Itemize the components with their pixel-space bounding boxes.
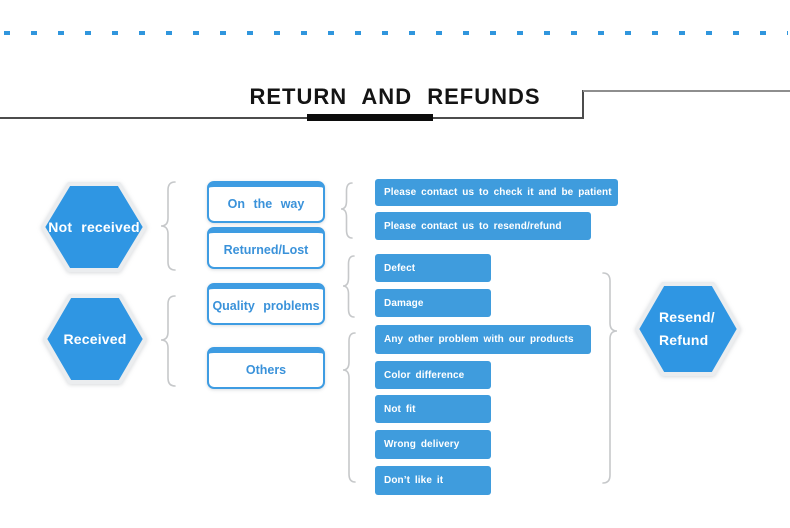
bar-color-difference: Color difference xyxy=(375,361,491,389)
bar-dont-like-it: Don’t like it xyxy=(375,466,491,495)
hexagon-label: Received xyxy=(63,331,127,347)
box-returned-lost: Returned/Lost xyxy=(207,227,325,269)
hexagon-label: Resend/ Refund xyxy=(634,281,742,377)
title-rule-step xyxy=(582,90,584,119)
curly-brace-others xyxy=(342,332,356,483)
page-title: RETURN AND REFUNDS xyxy=(249,84,541,109)
title-underline xyxy=(307,114,433,121)
bar-not-fit: Not fit xyxy=(375,395,491,423)
curly-brace-on-the-way xyxy=(340,182,353,239)
curly-brace-not-received xyxy=(160,181,176,271)
title-rule-left xyxy=(0,117,583,119)
title-rule-right xyxy=(583,90,790,92)
bar-wrong-delivery: Wrong delivery xyxy=(375,430,491,459)
box-on-the-way: On the way xyxy=(207,181,325,223)
bar-defect: Defect xyxy=(375,254,491,282)
dotted-divider xyxy=(4,31,788,35)
box-others: Others xyxy=(207,347,325,389)
hexagon-shape xyxy=(635,282,741,376)
hexagon-label: Not received xyxy=(48,219,140,235)
bar-damage: Damage xyxy=(375,289,491,317)
curly-brace-quality-problems xyxy=(342,255,355,318)
curly-brace-received xyxy=(160,295,176,387)
bar-contact-resend-refund: Please contact us to resend/refund xyxy=(375,212,591,240)
result-line-2: Refund xyxy=(659,332,709,348)
curly-brace-resend-refund xyxy=(602,272,618,484)
hexagon-shape xyxy=(41,182,147,272)
hexagon-resend-refund: Resend/ Refund xyxy=(634,281,742,377)
hexagon-received: Received xyxy=(42,293,148,385)
box-quality-problems: Quality problems xyxy=(207,283,325,325)
hexagon-shape xyxy=(43,294,147,384)
bar-contact-check-patient: Please contact us to check it and be pat… xyxy=(375,179,618,206)
bar-any-other-problem: Any other problem with our products xyxy=(375,325,591,354)
hexagon-not-received: Not received xyxy=(40,181,148,273)
result-line-1: Resend/ xyxy=(659,309,715,325)
